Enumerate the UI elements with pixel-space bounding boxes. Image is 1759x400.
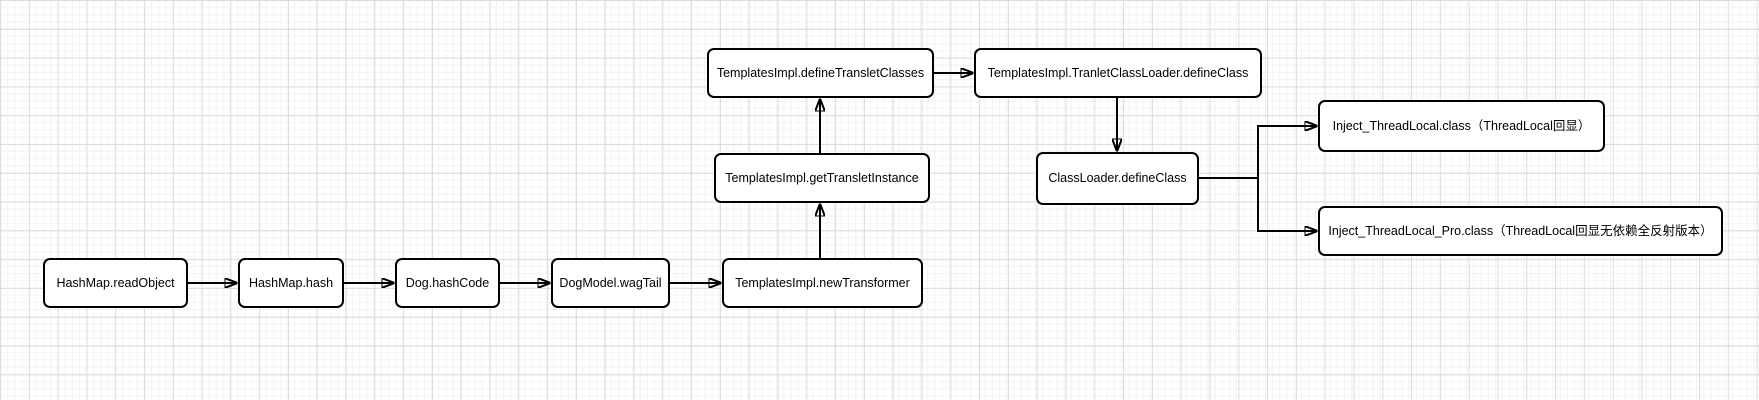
node-hashmap-hash[interactable]: HashMap.hash bbox=[238, 258, 344, 308]
node-label: Dog.hashCode bbox=[405, 275, 490, 290]
node-label: Inject_ThreadLocal_Pro.class（ThreadLocal… bbox=[1328, 223, 1713, 238]
node-hashmap-readobject[interactable]: HashMap.readObject bbox=[43, 258, 188, 308]
edge-classloader-defineclass-to-inject-threadlocal-pro-class[interactable] bbox=[1257, 178, 1316, 231]
edge-classloader-defineclass-to-inject-threadlocal-class[interactable] bbox=[1199, 126, 1316, 179]
node-dog-hashcode[interactable]: Dog.hashCode bbox=[395, 258, 500, 308]
node-label: Inject_ThreadLocal.class（ThreadLocal回显） bbox=[1332, 118, 1591, 133]
node-classloader-defineclass[interactable]: ClassLoader.defineClass bbox=[1036, 152, 1199, 205]
node-templatesimpl-tranletclassloader-defineclass[interactable]: TemplatesImpl.TranletClassLoader.defineC… bbox=[974, 48, 1262, 98]
node-label: TemplatesImpl.getTransletInstance bbox=[725, 170, 919, 185]
node-label: TemplatesImpl.TranletClassLoader.defineC… bbox=[987, 65, 1249, 80]
node-label: HashMap.readObject bbox=[56, 275, 175, 290]
node-label: DogModel.wagTail bbox=[559, 275, 662, 290]
node-dogmodel-wagtail[interactable]: DogModel.wagTail bbox=[551, 258, 670, 308]
node-inject-threadlocal-class[interactable]: Inject_ThreadLocal.class（ThreadLocal回显） bbox=[1318, 100, 1605, 152]
node-templatesimpl-newtransformer[interactable]: TemplatesImpl.newTransformer bbox=[722, 258, 923, 308]
node-inject-threadlocal-pro-class[interactable]: Inject_ThreadLocal_Pro.class（ThreadLocal… bbox=[1318, 206, 1723, 256]
node-templatesimpl-gettransletinstance[interactable]: TemplatesImpl.getTransletInstance bbox=[714, 153, 930, 203]
node-label: TemplatesImpl.defineTransletClasses bbox=[716, 65, 925, 80]
node-label: TemplatesImpl.newTransformer bbox=[735, 275, 910, 290]
node-templatesimpl-definetransletclasses[interactable]: TemplatesImpl.defineTransletClasses bbox=[707, 48, 934, 98]
node-label: HashMap.hash bbox=[248, 275, 334, 290]
node-label: ClassLoader.defineClass bbox=[1048, 171, 1187, 185]
